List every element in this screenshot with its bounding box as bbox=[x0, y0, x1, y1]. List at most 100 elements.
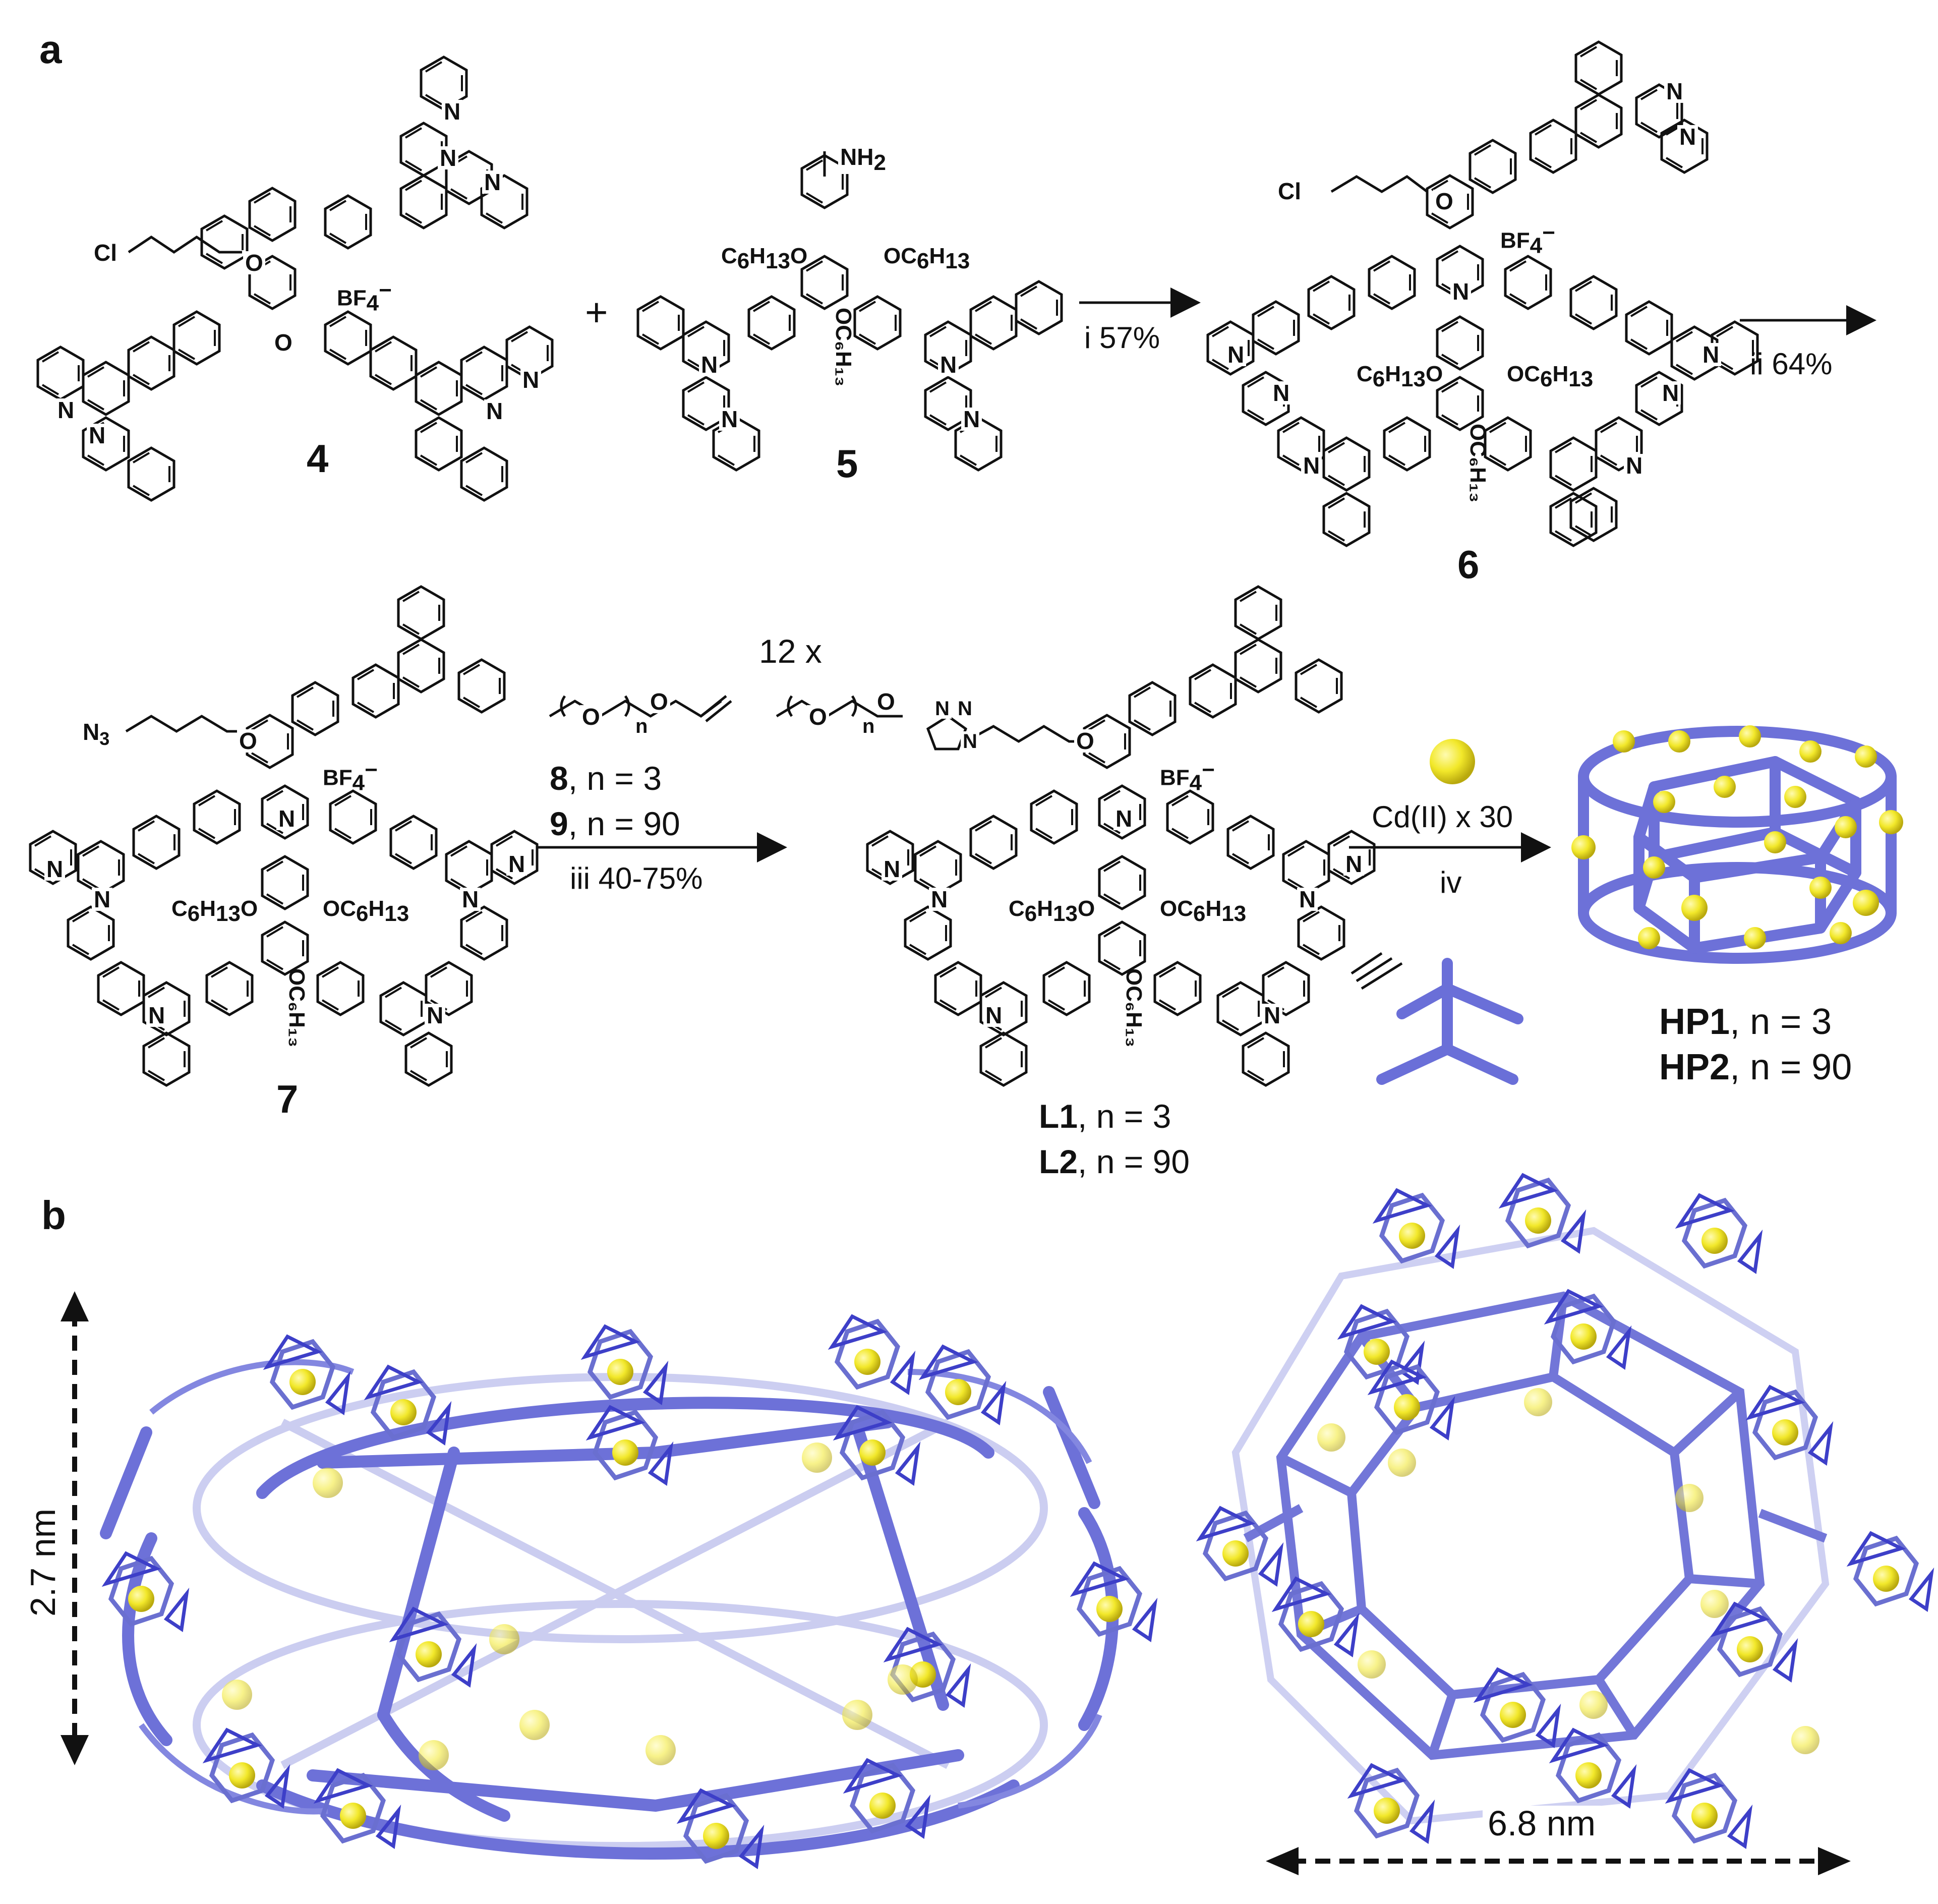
hexyloxy-left-7: C6H13O bbox=[171, 896, 258, 926]
plus-sign: + bbox=[585, 290, 608, 334]
cage-cartoon bbox=[1578, 726, 1897, 964]
hexyloxy-bottom-6: OC₆H₁₃ bbox=[1465, 424, 1490, 503]
cage-HP2-label: HP2, n = 90 bbox=[1659, 1047, 1852, 1087]
hexyloxy-right-5: OC6H13 bbox=[884, 244, 970, 273]
azide-group-7: N3 bbox=[81, 720, 112, 748]
reagent-9-label: 9, n = 90 bbox=[550, 805, 680, 842]
compound-label-7: 7 bbox=[276, 1077, 299, 1121]
hexyloxy-right-7: OC6H13 bbox=[323, 896, 409, 926]
step-i-label: i 57% bbox=[1084, 321, 1160, 355]
hexyloxy-left-L: C6H13O bbox=[1009, 896, 1095, 926]
compound-5-structure bbox=[638, 151, 1062, 470]
hexyloxy-bottom-5: OC₆H₁₃ bbox=[831, 308, 856, 387]
hexyloxy-bottom-L: OC₆H₁₃ bbox=[1122, 968, 1146, 1048]
ligand-peg-oxygen-a: O bbox=[807, 705, 829, 728]
ligand-L-structure bbox=[776, 587, 1403, 1085]
pyridine-n-7b: N bbox=[92, 888, 113, 911]
oxygen-atom-7: O bbox=[237, 729, 259, 753]
ligand-peg-repeat-n: n bbox=[862, 715, 875, 737]
pyridine-n-7f: N bbox=[425, 1004, 446, 1027]
pyridine-n-4c: N bbox=[482, 170, 503, 194]
compound-label-4: 4 bbox=[307, 436, 329, 481]
triazole-n-b: N bbox=[956, 699, 974, 719]
oxygen-atom-4: O bbox=[243, 251, 265, 274]
reagent-8-label: 8, n = 3 bbox=[550, 760, 662, 797]
compound-7-structure bbox=[30, 587, 537, 1085]
twelve-x-label: 12 x bbox=[759, 632, 822, 670]
peg-alkyne-structure bbox=[549, 695, 732, 722]
pyridine-n-6f: N bbox=[1660, 381, 1681, 405]
side-view-structure bbox=[100, 1316, 1155, 1866]
height-dimension-label: 2.7 nm bbox=[23, 1509, 63, 1617]
compound-label-5: 5 bbox=[836, 441, 858, 486]
pyridine-n-4a: N bbox=[442, 100, 463, 123]
compound-6-structure bbox=[1208, 42, 1757, 546]
panel-label-b: b bbox=[41, 1193, 66, 1238]
step-iii-label: iii 40-75% bbox=[570, 861, 703, 895]
pyridine-n-Le: N bbox=[983, 1004, 1005, 1027]
pyridine-n-7c: N bbox=[506, 852, 527, 876]
pyridine-n-7a: N bbox=[44, 857, 66, 881]
pyridine-n-6g: N bbox=[1301, 454, 1322, 477]
hexyloxy-left-6: C6H13O bbox=[1357, 362, 1443, 391]
pyridinium-n-7: N bbox=[276, 807, 298, 830]
hexyloxy-right-6: OC6H13 bbox=[1507, 362, 1594, 391]
pyridine-n-6h: N bbox=[1624, 454, 1645, 477]
pyridine-n-4g: N bbox=[484, 399, 505, 423]
pyrylium-oxygen-4: O bbox=[272, 331, 295, 354]
pyridine-n-Ld: N bbox=[1297, 888, 1318, 911]
dimension-arrowheads bbox=[61, 1291, 1851, 1875]
bf4-group-L: BF4− bbox=[1160, 758, 1215, 795]
ligand-peg-oxygen-b: O bbox=[875, 690, 897, 713]
pyridine-n-Lc: N bbox=[1343, 852, 1365, 876]
chlorine-atom-6: Cl bbox=[1276, 180, 1303, 203]
hexyloxy-left-5: C6H13O bbox=[721, 244, 808, 273]
chlorine-atom-4: Cl bbox=[92, 241, 119, 264]
pyridine-n-6e: N bbox=[1700, 343, 1722, 366]
compound-4-structure bbox=[38, 57, 552, 500]
bf4-group-7: BF4− bbox=[323, 758, 378, 795]
cage-HP1-label: HP1, n = 3 bbox=[1659, 1002, 1832, 1042]
pyridine-n-4b: N bbox=[438, 146, 459, 169]
pyridine-n-6b: N bbox=[1664, 80, 1685, 103]
step-iv-label: iv bbox=[1440, 866, 1462, 899]
peg-repeat-n: n bbox=[635, 715, 648, 737]
compound-label-6: 6 bbox=[1457, 542, 1480, 587]
reaction-arrows bbox=[537, 287, 1876, 862]
bf4-group-6: BF4− bbox=[1500, 220, 1555, 258]
amine-group-5: NH2 bbox=[838, 145, 888, 175]
pyridine-n-5a: N bbox=[699, 353, 720, 376]
pyridinium-n-L: N bbox=[1113, 807, 1135, 830]
pyridine-n-5d: N bbox=[961, 408, 982, 431]
panel-label-a: a bbox=[39, 27, 62, 72]
hexyloxy-bottom-7: OC₆H₁₃ bbox=[284, 968, 309, 1048]
pyridine-n-La: N bbox=[882, 857, 903, 881]
ligand-L1-label: L1, n = 3 bbox=[1039, 1098, 1171, 1135]
pyridine-n-4e: N bbox=[87, 424, 108, 447]
peg-oxygen-a: O bbox=[580, 705, 602, 728]
step-ii-label: ii 64% bbox=[1750, 347, 1833, 381]
cage-cartoon-metals bbox=[1571, 725, 1903, 949]
ligand-icon bbox=[1376, 958, 1523, 1085]
ligand-oxygen: O bbox=[1074, 729, 1096, 753]
pyridine-n-4f: N bbox=[520, 368, 542, 391]
top-view-structure bbox=[1200, 1175, 1931, 1846]
ligand-L2-label: L2, n = 90 bbox=[1039, 1143, 1190, 1180]
triazole-n-a: N bbox=[933, 699, 952, 719]
peg-oxygen-b: O bbox=[648, 690, 670, 713]
cadmium-sphere-icon bbox=[1430, 739, 1475, 784]
pyridinium-n-6: N bbox=[1450, 280, 1472, 303]
pyridine-n-6c: N bbox=[1225, 343, 1247, 366]
bf4-group-4: BF4− bbox=[337, 278, 392, 316]
pyridine-n-7d: N bbox=[460, 888, 481, 911]
oxygen-atom-6: O bbox=[1433, 190, 1455, 213]
width-dimension-label: 6.8 nm bbox=[1483, 1806, 1601, 1841]
triazole-n-c: N bbox=[961, 731, 979, 752]
pyridine-n-Lb: N bbox=[929, 888, 950, 911]
pyridine-n-4d: N bbox=[55, 398, 77, 422]
pyridine-n-Lf: N bbox=[1262, 1004, 1283, 1027]
pyridine-n-6d: N bbox=[1271, 381, 1292, 405]
pyridine-n-5b: N bbox=[719, 408, 740, 431]
